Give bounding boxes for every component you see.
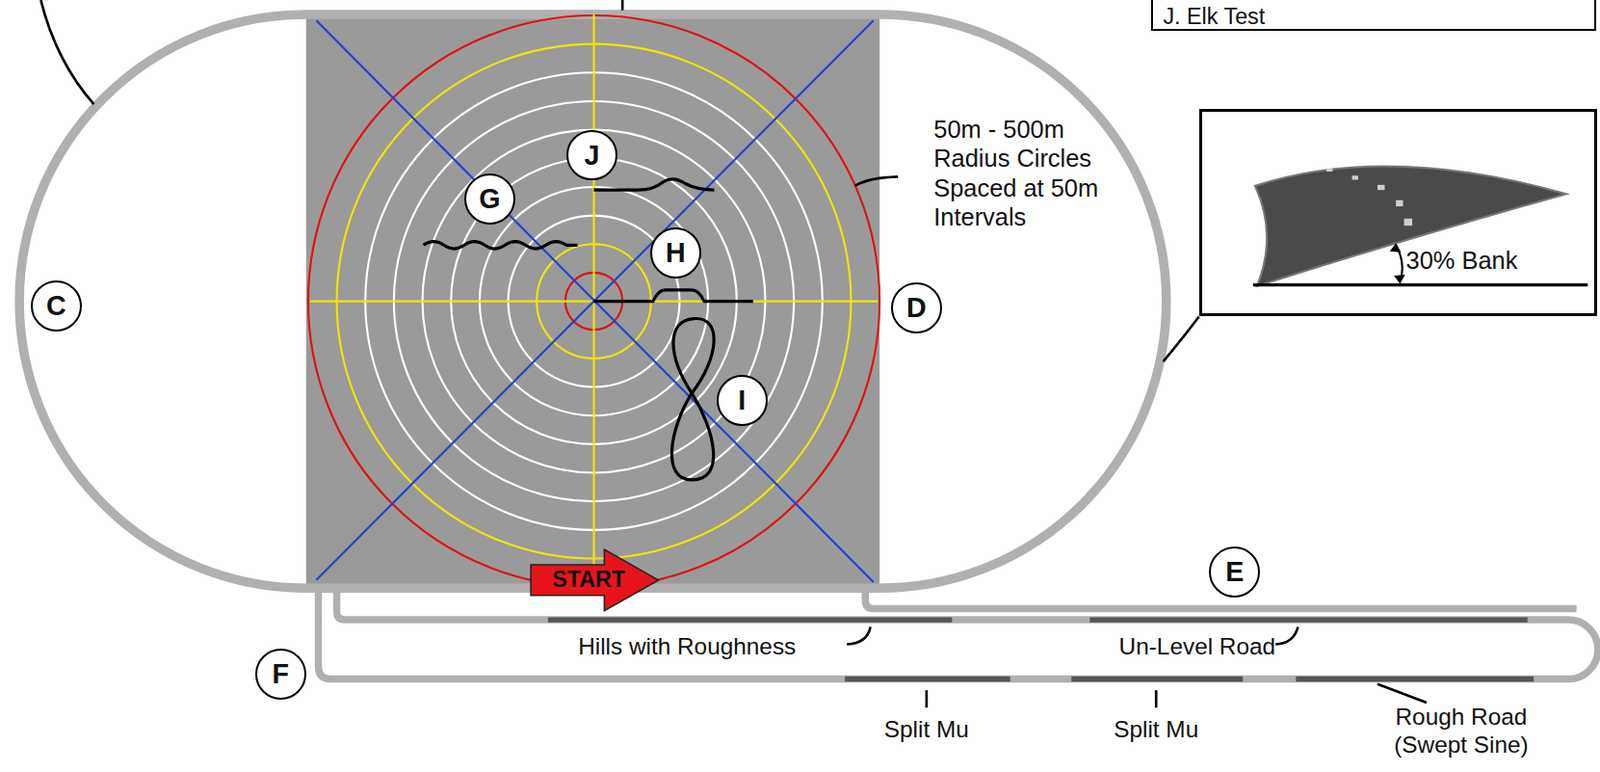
callout-circle: J bbox=[566, 130, 618, 182]
callout-circle: F bbox=[255, 648, 307, 700]
dynamics-pad bbox=[306, 10, 880, 593]
callout-letter: G bbox=[478, 183, 500, 215]
start-arrow: START bbox=[528, 547, 662, 613]
inset-box: 30% Bank bbox=[1199, 108, 1598, 316]
callout-letter: F bbox=[272, 657, 289, 690]
test-name: J. Elk Test bbox=[1162, 4, 1265, 30]
annotation-label: Split Mu bbox=[865, 714, 988, 743]
bank-label: 30% Bank bbox=[1406, 247, 1519, 275]
callout-letter: J bbox=[583, 139, 600, 172]
bottom-roads bbox=[318, 587, 1599, 679]
callout-circle: C bbox=[30, 280, 82, 332]
annotation-label: Split Mu bbox=[1095, 714, 1218, 743]
pad-axes bbox=[310, 14, 878, 588]
callout-letter: H bbox=[665, 236, 686, 269]
start-label: START bbox=[551, 568, 626, 591]
inset-ground bbox=[1199, 108, 1598, 316]
annotation-label: 50m - 500m Radius Circles Spaced at 50m … bbox=[933, 114, 1138, 233]
annotation-label: Un-Level Road bbox=[1010, 631, 1276, 660]
maneuver-paths bbox=[423, 179, 754, 480]
callout-letter: E bbox=[1225, 555, 1244, 588]
callout-circle: H bbox=[650, 227, 702, 279]
legend-box: J. Elk Test bbox=[1151, 0, 1597, 31]
banked-road bbox=[1253, 166, 1588, 287]
callout-letter: C bbox=[46, 289, 67, 322]
oval-track bbox=[19, 14, 1167, 588]
annotation-label: Hills with Roughness bbox=[489, 631, 796, 660]
callout-circle: D bbox=[891, 282, 943, 334]
annotation-label: Rough Road (Swept Sine) bbox=[1363, 702, 1558, 759]
callout-letter: D bbox=[906, 291, 927, 324]
leader-lines bbox=[40, 0, 1427, 708]
callout-circle: G bbox=[464, 173, 516, 225]
callout-letter: I bbox=[737, 384, 746, 417]
callout-circle: I bbox=[716, 374, 768, 426]
callout-circle: E bbox=[1208, 546, 1260, 598]
